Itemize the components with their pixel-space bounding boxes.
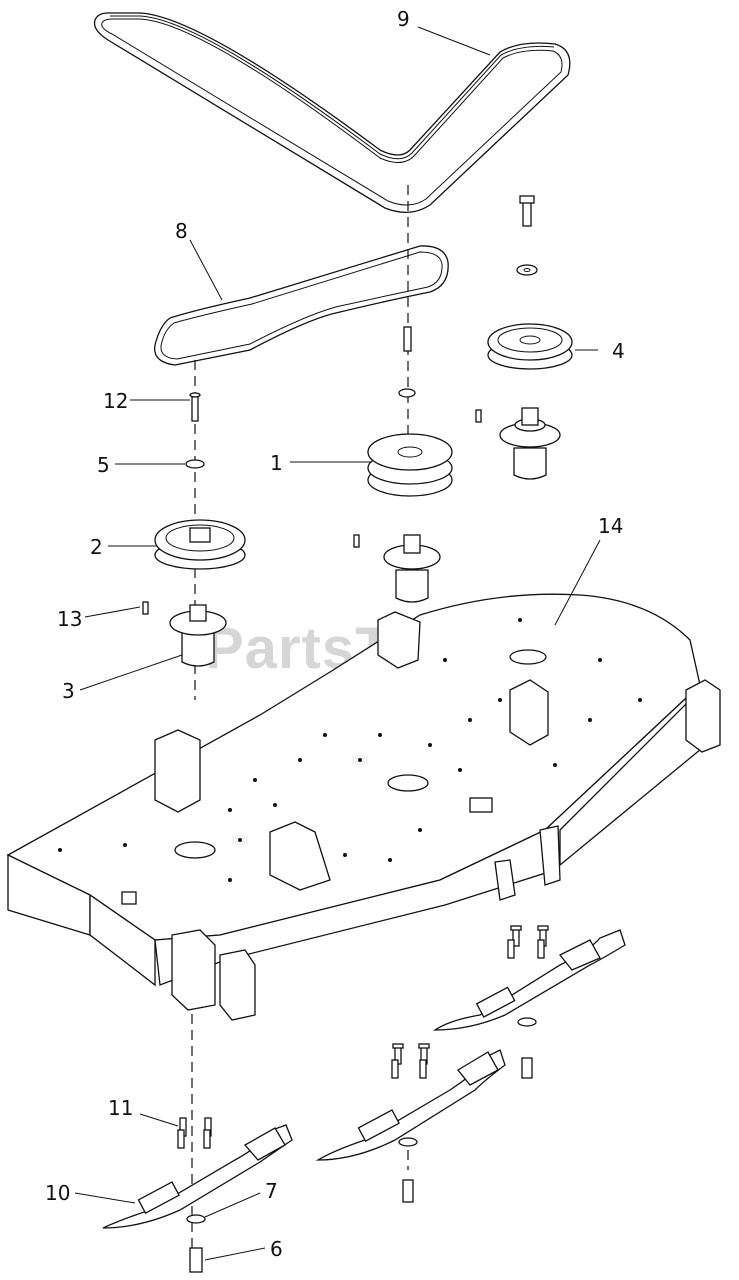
callout-labels: 9 8 4 1 5 12 2 13 3 14 11 10 7 6 [45, 7, 625, 1261]
callout-14: 14 [598, 514, 623, 538]
callout-13: 13 [57, 607, 82, 631]
bolt-center [398, 326, 416, 398]
callout-11: 11 [108, 1096, 133, 1120]
blade-left [102, 1124, 293, 1229]
bolt-top-right [516, 195, 538, 276]
callout-3: 3 [62, 679, 75, 703]
callout-9: 9 [397, 7, 410, 31]
blade-upper-right [432, 929, 626, 1031]
callout-5: 5 [97, 453, 110, 477]
blade-bolts [177, 925, 549, 1273]
pulley-center-double [367, 433, 453, 497]
callout-4: 4 [612, 339, 625, 363]
mower-deck [6, 593, 721, 1021]
blade-lower-right [315, 1049, 506, 1161]
callout-7: 7 [265, 1179, 278, 1203]
callout-10: 10 [45, 1181, 70, 1205]
pulley-right [487, 323, 573, 370]
callout-8: 8 [175, 219, 188, 243]
bolt-left [185, 392, 205, 469]
spindle-left [142, 601, 227, 667]
callout-12: 12 [103, 389, 128, 413]
callout-6: 6 [270, 1237, 283, 1261]
deck-holes [58, 618, 642, 882]
pulley-left [154, 519, 246, 570]
belt-large [93, 12, 571, 213]
callout-2: 2 [90, 535, 103, 559]
belt-small [154, 245, 449, 366]
spindle-center [353, 534, 441, 603]
callout-1: 1 [270, 451, 283, 475]
leader-lines [74, 26, 601, 1261]
spindle-right [475, 407, 561, 480]
